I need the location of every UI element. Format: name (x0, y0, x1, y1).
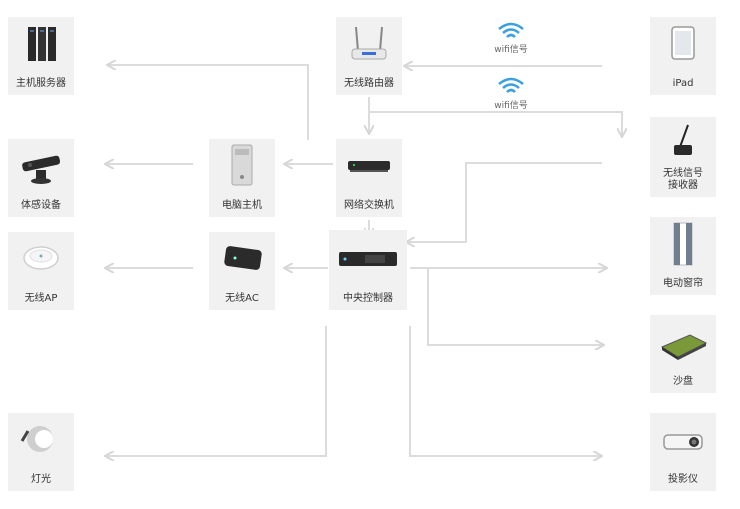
node-central-controller: 中央控制器 (329, 230, 407, 310)
antenna-receiver-icon (674, 124, 692, 155)
wifi-icon (498, 77, 524, 93)
node-label: 主机服务器 (16, 78, 66, 89)
node-label: 无线AP (24, 293, 58, 304)
arrow-router-to-server (108, 65, 309, 140)
node-label: 体感设备 (21, 200, 61, 211)
node-label: 中央控制器 (343, 293, 393, 304)
ac-controller-icon (224, 246, 262, 270)
node-light: 灯光 (8, 413, 74, 491)
router-icon (351, 26, 387, 60)
wifi-icon (498, 22, 524, 38)
arrow-router-to-receiver (368, 97, 622, 136)
pc-tower-icon (231, 144, 253, 186)
node-label: 电脑主机 (222, 200, 262, 211)
node-label: 沙盘 (673, 376, 693, 387)
server-rack-icon (28, 27, 56, 61)
node-ipad: iPad (650, 17, 716, 95)
access-point-icon (23, 246, 59, 270)
node-label: 网络交换机 (344, 200, 394, 211)
curtain-icon (673, 222, 693, 266)
node-label: 投影仪 (668, 474, 698, 485)
arrow-controller-to-sand (427, 268, 603, 345)
node-wireless-ac: 无线AC (209, 232, 275, 310)
node-sand-table: 沙盘 (650, 315, 716, 393)
node-label: 无线AC (225, 293, 259, 304)
node-label: 无线路由器 (344, 78, 394, 89)
node-motion-device: 体感设备 (8, 139, 74, 217)
switch-icon (348, 161, 390, 172)
lamp-icon (20, 426, 53, 452)
node-network-switch: 网络交换机 (336, 139, 402, 217)
node-wireless-router: 无线路由器 (336, 17, 402, 95)
node-wireless-ap: 无线AP (8, 232, 74, 310)
node-electric-curtain: 电动窗帘 (650, 217, 716, 295)
arrow-controller-to-light (106, 326, 327, 456)
node-label: iPad (672, 78, 694, 89)
wifi-label-top: wifi信号 (494, 45, 528, 55)
sand-table-icon (660, 334, 708, 360)
arrow-controller-to-projector (409, 326, 601, 456)
node-label: 电动窗帘 (663, 278, 703, 289)
node-computer-host: 电脑主机 (209, 139, 275, 217)
controller-icon (339, 252, 397, 266)
node-wireless-receiver: 无线信号 接收器 (650, 117, 716, 197)
node-main-server: 主机服务器 (8, 17, 74, 95)
node-projector: 投影仪 (650, 413, 716, 491)
node-label: 灯光 (31, 474, 51, 485)
tablet-icon (671, 26, 695, 60)
arrow-receiver-to-controller (407, 162, 602, 242)
motion-sensor-icon (22, 155, 61, 184)
node-label: 无线信号 接收器 (663, 168, 703, 191)
projector-icon (663, 434, 703, 450)
wifi-label-bottom: wifi信号 (494, 101, 528, 111)
